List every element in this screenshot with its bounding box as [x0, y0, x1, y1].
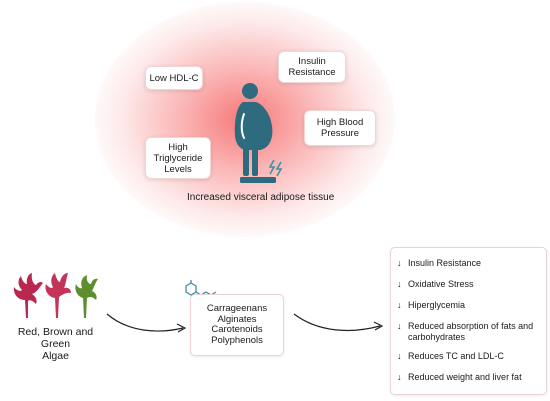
compound-item: Carotenoids: [211, 324, 263, 335]
outcomes-box: ↓ Insulin Resistance ↓ Oxidative Stress …: [390, 247, 547, 395]
compounds-list: Carrageenans Alginates Carotenoids Polyp…: [191, 303, 283, 346]
outcome-item: ↓ Reduced absorption of fats and carbohy…: [397, 321, 543, 342]
outcome-item: ↓ Hiperglycemia: [397, 300, 543, 311]
obesity-caption: Increased visceral adipose tissue: [187, 192, 335, 203]
outcome-text: Reduced absorption of fats and carbohydr…: [408, 321, 534, 342]
outcome-item: ↓ Oxidative Stress: [397, 279, 543, 290]
outcome-text: Hiperglycemia: [408, 300, 466, 310]
down-arrow-icon: ↓: [397, 279, 402, 289]
risk-box-insulin-resistance: Insulin Resistance: [278, 51, 346, 83]
risk-low-hdl-label: Low HDL-C: [149, 72, 199, 84]
outcome-text: Reduces TC and LDL-C: [408, 351, 504, 361]
down-arrow-icon: ↓: [397, 351, 402, 361]
curved-arrow-icon: [106, 313, 187, 333]
seaweed-icon: [13, 273, 98, 318]
outcome-text: Insulin Resistance: [408, 258, 482, 268]
risk-insulin-label: Insulin Resistance: [288, 56, 336, 78]
down-arrow-icon: ↓: [397, 258, 402, 268]
down-arrow-icon: ↓: [397, 372, 402, 382]
risk-bp-label: High Blood Pressure: [316, 117, 364, 139]
outcome-text: Reduced weight and liver fat: [408, 372, 522, 382]
risk-box-high-triglyceride: High Triglyceride Levels: [145, 137, 211, 179]
risk-box-high-blood-pressure: High Blood Pressure: [304, 110, 376, 146]
risk-tg-label: High Triglyceride Levels: [153, 141, 203, 175]
risk-box-low-hdl: Low HDL-C: [145, 66, 203, 90]
outcome-item: ↓ Insulin Resistance: [397, 258, 543, 269]
outcome-item: ↓ Reduces TC and LDL-C: [397, 351, 543, 362]
down-arrow-icon: ↓: [397, 321, 402, 331]
compound-item: Carrageenans: [206, 303, 268, 314]
compounds-box: Carrageenans Alginates Carotenoids Polyp…: [190, 294, 284, 356]
compound-item: Polyphenols: [211, 334, 263, 346]
outcome-item: ↓ Reduced weight and liver fat: [397, 372, 543, 383]
down-arrow-icon: ↓: [397, 300, 402, 310]
compound-item: Alginates: [217, 313, 257, 325]
algae-label: Red, Brown and Green Algae: [17, 326, 94, 362]
curved-arrow-icon: [293, 313, 384, 332]
person-on-scale-icon: [234, 83, 283, 183]
outcome-text: Oxidative Stress: [408, 279, 474, 289]
